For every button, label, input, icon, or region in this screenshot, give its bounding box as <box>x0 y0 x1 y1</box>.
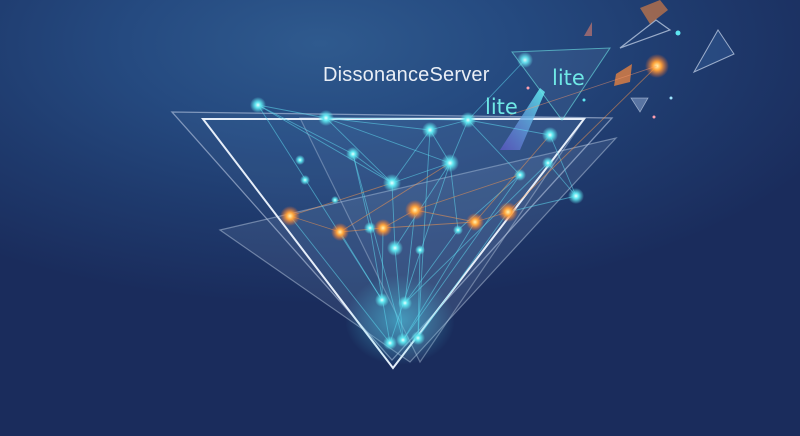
panel-back <box>170 111 614 361</box>
tag-lite-upper: lite <box>552 66 585 90</box>
light-beam <box>500 88 545 150</box>
tag-lite-lower: lite <box>485 95 518 119</box>
orange-nodes <box>280 54 669 241</box>
cyan-nodes <box>250 52 584 350</box>
floating-shards <box>509 0 735 121</box>
product-title: DissonanceServer <box>323 64 490 86</box>
network-edges <box>257 59 577 344</box>
bottom-glow <box>345 275 455 365</box>
